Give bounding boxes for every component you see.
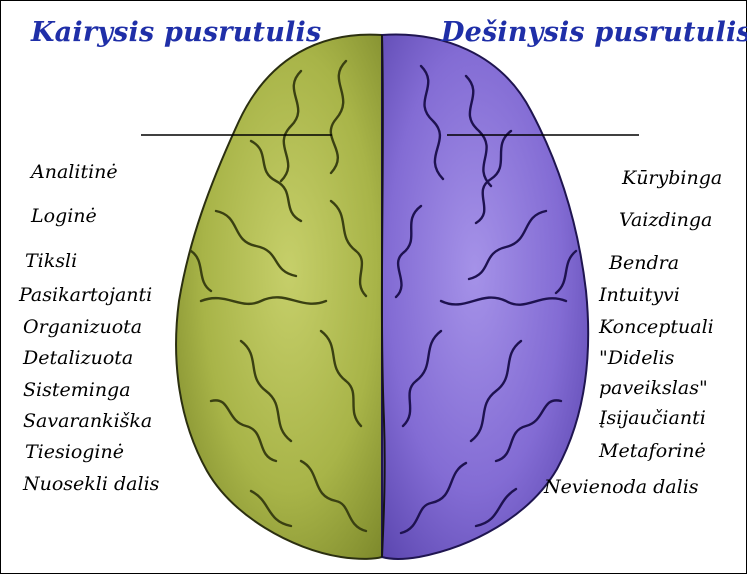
left-trait: Savarankiška	[23, 412, 152, 431]
right-trait: Metaforinė	[599, 442, 706, 461]
right-trait: Vaizdinga	[619, 211, 712, 230]
right-trait: paveikslas"	[599, 379, 708, 398]
left-hemisphere-title: Kairysis pusrutulis	[31, 17, 321, 48]
right-trait: Intuityvi	[599, 286, 680, 305]
left-trait: Detalizuota	[23, 349, 133, 368]
right-trait: Bendra	[609, 254, 679, 273]
left-trait: Organizuota	[23, 318, 142, 337]
right-hemisphere-title: Dešinysis pusrutulis	[441, 17, 747, 48]
left-trait: Sisteminga	[23, 381, 131, 400]
left-trait: Loginė	[31, 207, 97, 226]
left-trait: Tiesioginė	[25, 443, 124, 462]
left-trait: Tiksli	[25, 252, 77, 271]
right-trait: Konceptuali	[599, 318, 714, 337]
right-trait: "Didelis	[599, 349, 674, 368]
left-trait: Nuosekli dalis	[23, 475, 159, 494]
right-trait: Kūrybinga	[622, 169, 722, 188]
left-trait: Analitinė	[31, 163, 118, 182]
left-trait: Pasikartojanti	[19, 286, 152, 305]
right-trait: Įsijaučianti	[599, 409, 706, 428]
right-trait: Nevienoda dalis	[544, 478, 699, 497]
